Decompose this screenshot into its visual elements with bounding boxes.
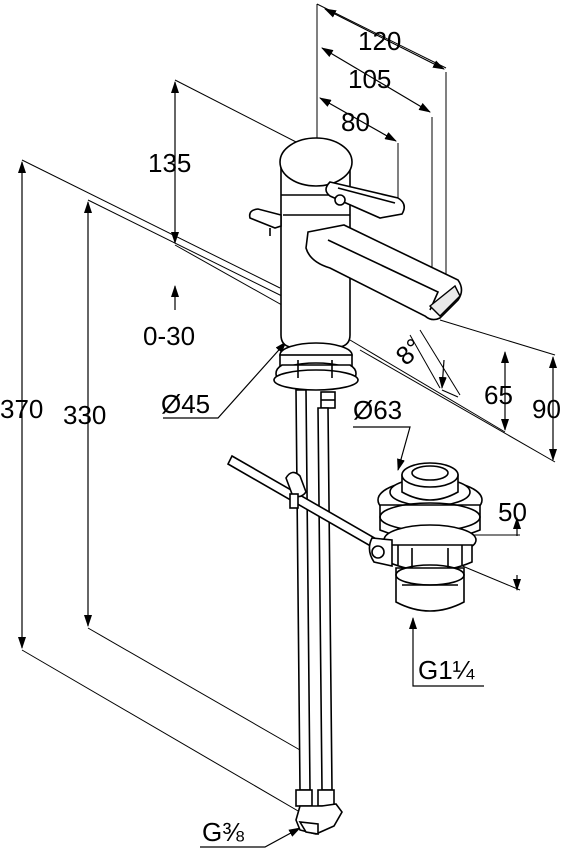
dim-80-label: 80 [341, 107, 370, 137]
faucet-body [248, 137, 463, 409]
dim-90-label: 90 [532, 394, 561, 424]
extension-lines [21, 3, 556, 816]
dia-63-label: Ø63 [353, 395, 402, 425]
thread-g1-1-4-label: G1¼ [418, 655, 475, 685]
waste-assembly [368, 462, 483, 612]
dim-50-label: 50 [498, 497, 527, 527]
dim-120-label: 120 [358, 26, 401, 56]
thread-g3-8-label: G⅜ [202, 817, 244, 847]
supply-hoses [295, 389, 343, 835]
angle-8-label: 8° [390, 332, 429, 371]
dimension-labels: 120 105 80 135 0-30 8° Ø45 Ø63 65 90 370… [0, 26, 561, 847]
dim-370-label: 370 [0, 394, 43, 424]
dia-45-label: Ø45 [161, 389, 210, 419]
dim-65-label: 65 [484, 380, 513, 410]
dim-135-label: 135 [148, 148, 191, 178]
dim-105-label: 105 [348, 64, 391, 94]
dimension-lines [18, 8, 557, 848]
dim-330-label: 330 [63, 400, 106, 430]
dim-0-30-label: 0-30 [143, 321, 195, 351]
